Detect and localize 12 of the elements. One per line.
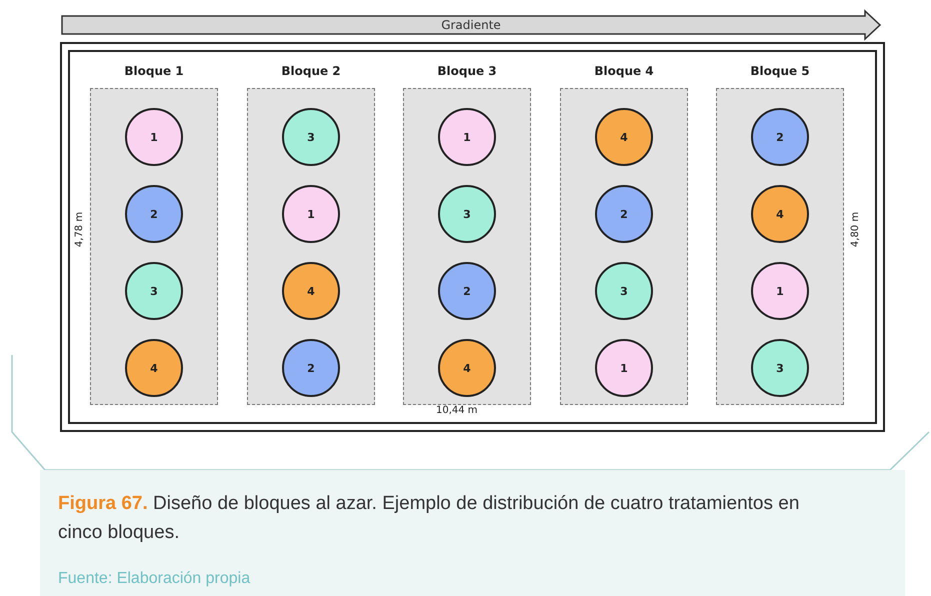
block-heading: Bloque 2 <box>280 64 342 78</box>
source-note: Fuente: Elaboración propia <box>58 570 250 588</box>
field-plot <box>60 42 885 432</box>
dimension-label: 4,78 m <box>74 212 86 248</box>
block-heading: Bloque 4 <box>593 64 655 78</box>
dimension-label: 4,80 m <box>850 212 862 248</box>
dimension-label: 10,44 m <box>436 405 478 416</box>
figure-caption: Figura 67. Diseño de bloques al azar. Ejemplo de distribución de cuatro tratamientos en cinco bloques. <box>58 492 800 545</box>
block-heading: Bloque 3 <box>436 64 498 78</box>
block-heading: Bloque 1 <box>123 64 185 78</box>
arrow-label: Gradiente <box>440 18 502 32</box>
block-heading: Bloque 5 <box>749 64 811 78</box>
